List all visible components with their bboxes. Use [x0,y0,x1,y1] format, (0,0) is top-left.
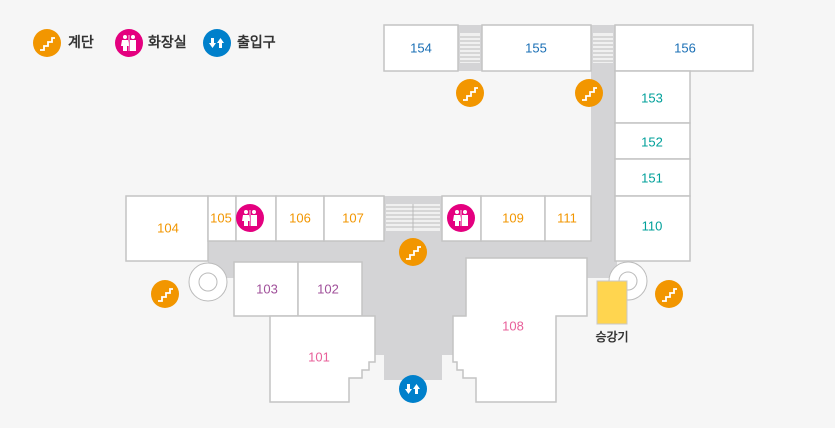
room-109[interactable] [480,195,546,242]
room-107[interactable] [323,195,385,242]
room-110[interactable] [614,195,691,262]
room-104[interactable] [125,195,209,262]
legend-restroom: 화장실 [115,29,187,57]
room-label: 154 [410,41,432,56]
room-label: 153 [641,91,663,106]
legend-stairs: 계단 [33,29,94,57]
stairs-icon [33,29,61,57]
stairs-icon[interactable] [151,280,179,308]
room-154[interactable] [383,24,459,72]
room-label: 108 [502,319,524,334]
legend-label: 출입구 [237,34,276,51]
spiral-stair-left [188,262,228,302]
room-label: 151 [641,171,663,186]
room-label: 107 [342,211,364,226]
stairwell-center [386,204,440,231]
room-label: 111 [557,211,577,226]
room-label: 109 [502,211,524,226]
room-103[interactable] [233,261,299,317]
entrance-icon [203,29,231,57]
restroom-icon[interactable] [236,204,264,232]
room-label: 102 [317,282,339,297]
elevator[interactable] [596,280,628,325]
room-106[interactable] [275,195,325,242]
legend-label: 화장실 [148,34,187,51]
restroom-icon[interactable] [447,204,475,232]
room-151[interactable] [614,158,691,197]
legend-label: 계단 [68,34,94,51]
room-label: 110 [642,219,663,234]
stairs-icon[interactable] [655,280,683,308]
room-label: 152 [641,135,663,150]
entrance-icon[interactable] [399,375,427,403]
room-label: 104 [157,221,179,236]
legend-entrance: 출입구 [203,29,276,57]
room-111[interactable] [544,195,592,242]
room-155[interactable] [481,24,592,72]
room-156[interactable] [614,24,754,72]
restroom-icon [115,29,143,57]
room-101[interactable] [269,315,376,403]
elevator-label: 승강기 [595,329,628,344]
room-label: 105 [210,211,232,226]
room-153[interactable] [614,70,691,124]
stairwell-top-left [460,33,480,63]
room-label: 156 [674,41,696,56]
room-label: 106 [289,211,311,226]
stairs-icon[interactable] [456,79,484,107]
room-152[interactable] [614,122,691,160]
stairs-icon[interactable] [575,79,603,107]
room-label: 103 [256,282,278,297]
room-label: 101 [308,350,330,365]
legend: 계단 화장실 출입구 [33,29,276,57]
stairwell-top-right [593,33,613,63]
room-label: 155 [525,41,547,56]
room-105[interactable] [207,195,237,242]
stairs-icon[interactable] [399,238,427,266]
room-108[interactable] [452,257,588,403]
